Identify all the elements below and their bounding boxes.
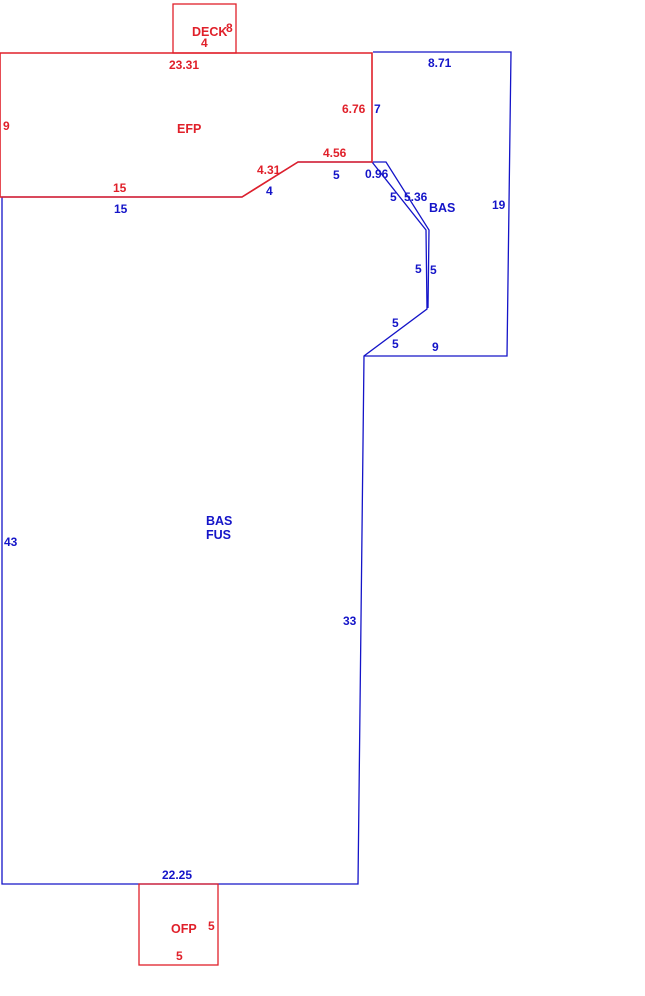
efp-left-dim: 9 [3, 119, 10, 133]
bas-right-dim: 19 [492, 198, 506, 212]
deck-height-dim: 8 [226, 21, 233, 35]
bas-inner-edge [373, 161, 430, 309]
bas-step-dim: 5 [333, 168, 340, 182]
bas-diag-dim: 5.36 [404, 190, 428, 204]
bas-bottom-dim: 9 [432, 340, 439, 354]
ofp-right-dim: 5 [208, 919, 215, 933]
efp-outline [0, 52, 373, 198]
bas-right-outline [364, 51, 512, 357]
efp-area-label: EFP [177, 122, 201, 136]
bas-low-a-dim: 5 [392, 316, 399, 330]
bas-diag-left-dim: 5 [390, 190, 397, 204]
bas-tiny-dim: 0.96 [365, 167, 389, 181]
fus-diag-dim: 4 [266, 184, 273, 198]
fus-top-left-dim: 15 [114, 202, 128, 216]
bas-mid-right-dim: 5 [430, 263, 437, 277]
deck-outline [172, 3, 237, 54]
fus-bottom-dim: 22.25 [162, 868, 192, 882]
efp-top-dim: 23.31 [169, 58, 199, 72]
bas-right-area-label: BAS [429, 201, 455, 215]
efp-diag-dim: 4.31 [257, 163, 281, 177]
fus-right-dim: 33 [343, 614, 357, 628]
deck-area-label: DECK [192, 25, 227, 39]
bas-top-dim: 8.71 [428, 56, 452, 70]
bas-low-b-dim: 5 [392, 337, 399, 351]
efp-right-dim: 6.76 [342, 102, 366, 116]
ofp-area-label: OFP [171, 922, 197, 936]
ofp-outline [138, 883, 219, 966]
bas-mid-left-dim: 5 [415, 262, 422, 276]
deck-width-dim: 4 [201, 36, 208, 50]
efp-step-top-dim: 4.56 [323, 146, 347, 160]
bas-left-top-dim: 7 [374, 102, 381, 116]
fus-left-dim: 43 [4, 535, 18, 549]
fus-main-area-label: FUS [206, 528, 231, 542]
bas-main-area-label: BAS [206, 514, 232, 528]
efp-bottom-dim: 15 [113, 181, 127, 195]
ofp-bottom-dim: 5 [176, 949, 183, 963]
